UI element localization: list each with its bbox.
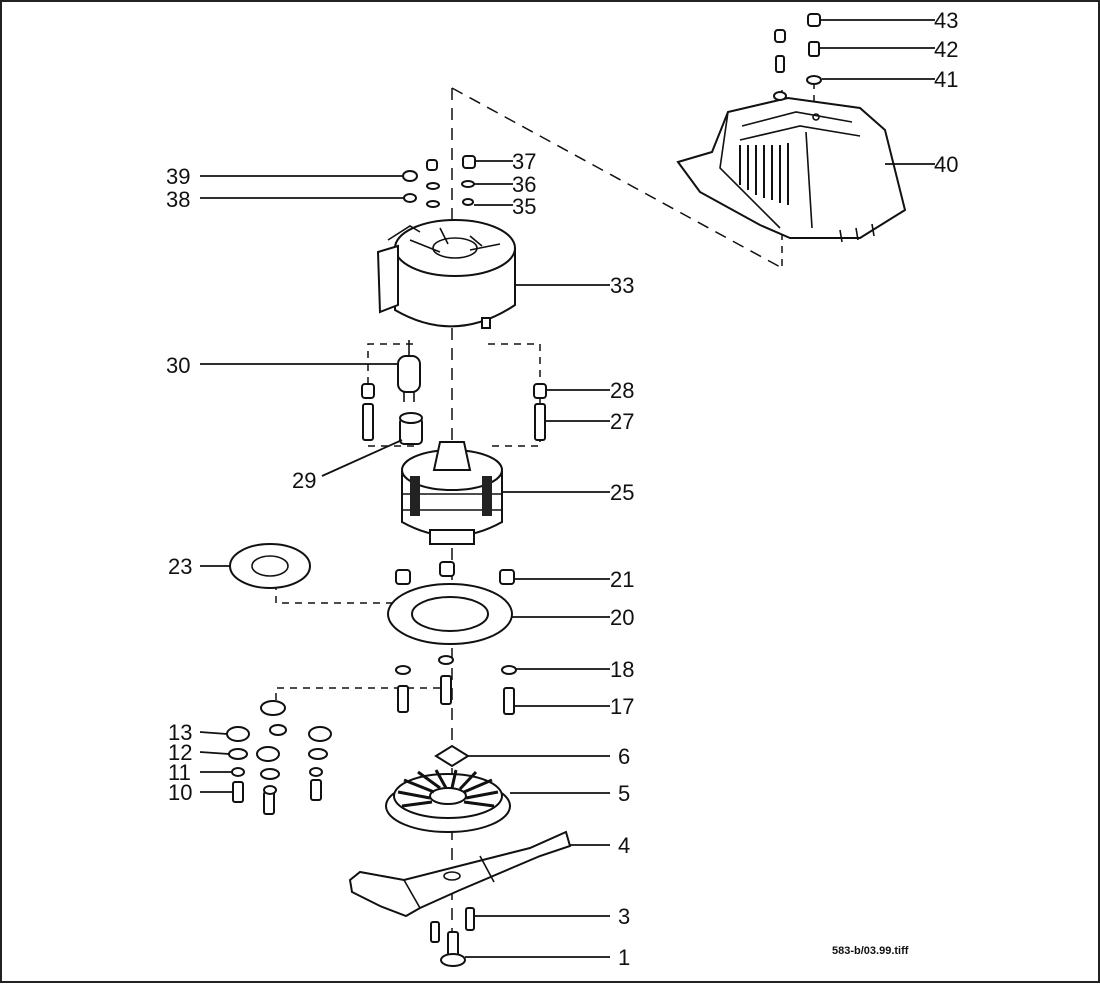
part-40-hood (676, 96, 907, 243)
callout-6: 6 (618, 744, 630, 769)
parts-35-39-fasteners (402, 155, 476, 208)
callout-43: 43 (934, 8, 958, 33)
part-33-motor-housing (376, 219, 516, 329)
parts-27-28-studs (361, 383, 547, 441)
part-5-fan (385, 769, 511, 833)
callout-17: 17 (610, 694, 634, 719)
callout-38: 38 (166, 187, 190, 212)
callout-42: 42 (934, 37, 958, 62)
parts-17-18-bolts (395, 655, 517, 715)
callout-40: 40 (934, 152, 958, 177)
callout-11: 11 (168, 760, 191, 785)
part-29-bushing (399, 412, 423, 445)
callout-5: 5 (618, 781, 630, 806)
callout-35: 35 (512, 194, 536, 219)
parts-1-3-fasteners (430, 907, 475, 967)
part-4-blade (348, 830, 572, 918)
callout-36: 36 (512, 172, 536, 197)
drawing-reference: 583-b/03.99.tiff (832, 945, 909, 957)
callout-39: 39 (166, 164, 190, 189)
callout-25: 25 (610, 480, 634, 505)
parts-41-43-fasteners (773, 13, 822, 101)
callout-10: 10 (168, 780, 192, 805)
callout-27: 27 (610, 409, 634, 434)
callout-20: 20 (610, 605, 634, 630)
callout-33: 33 (610, 273, 634, 298)
callout-41: 41 (934, 67, 958, 92)
callout-28: 28 (610, 378, 634, 403)
callout-21: 21 (610, 567, 634, 592)
callout-18: 18 (610, 657, 634, 682)
callout-12: 12 (168, 740, 192, 765)
callout-labels: 43 42 41 40 37 36 35 39 38 33 30 28 27 2… (166, 8, 958, 970)
callout-13: 13 (168, 720, 192, 745)
callout-1: 1 (618, 945, 630, 970)
leader-lines (199, 19, 935, 958)
callout-37: 37 (512, 149, 536, 174)
parts-10-13-hardware (226, 700, 332, 815)
part-21-nuts (395, 561, 515, 585)
callout-30: 30 (166, 353, 190, 378)
part-20-flange (387, 583, 513, 645)
callout-29: 29 (292, 468, 316, 493)
part-25-motor (401, 441, 503, 545)
part-30-capacitor (397, 340, 421, 402)
callout-23: 23 (168, 554, 192, 579)
callout-3: 3 (618, 904, 630, 929)
callout-4: 4 (618, 833, 630, 858)
